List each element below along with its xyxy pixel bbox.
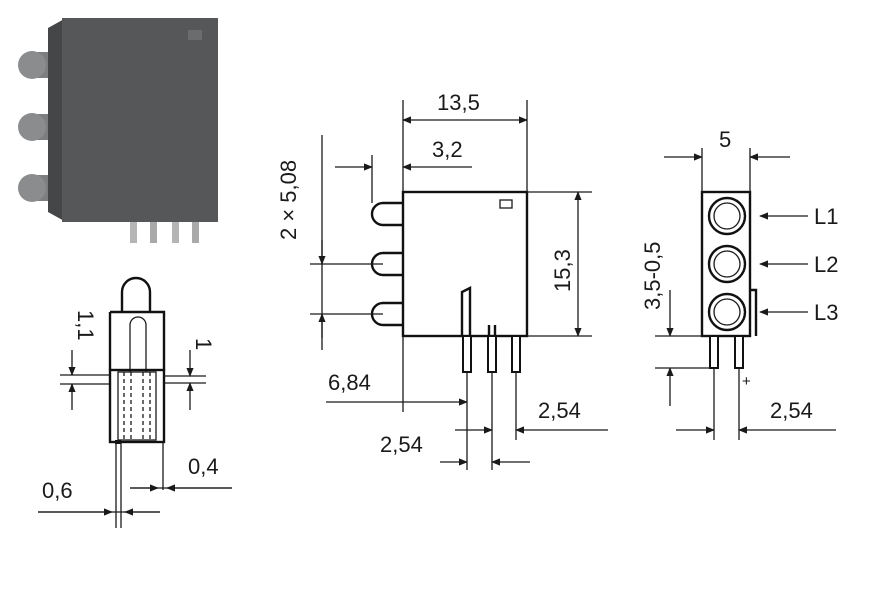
side-dim-top-right: 1 xyxy=(191,338,216,350)
end-dim-pitch: 2,54 xyxy=(770,398,813,423)
photo-pins xyxy=(130,215,199,243)
front-pins xyxy=(462,335,521,373)
front-dim-width: 13,5 xyxy=(437,90,480,115)
front-view: 13,5 3,2 2 × 5,08 15,3 6,84 2,54 2,54 xyxy=(276,90,608,470)
component-photo xyxy=(18,18,218,243)
front-dim-led-offset: 3,2 xyxy=(432,137,463,162)
end-label-l1: L1 xyxy=(814,204,838,229)
end-view: + 5 3,5-0,5 2,54 L1 L2 L3 xyxy=(640,127,838,440)
end-plus-mark: + xyxy=(742,373,751,390)
front-dim-pitch: 2 × 5,08 xyxy=(276,160,301,240)
side-dim-top-left: 1,1 xyxy=(73,310,98,341)
photo-body-side xyxy=(48,18,66,222)
end-pins xyxy=(709,335,744,369)
front-dim-pin-offset: 6,84 xyxy=(328,370,371,395)
front-dim-height: 15,3 xyxy=(550,249,575,292)
side-dim-bottom-right: 0,4 xyxy=(188,454,219,479)
end-dim-standoff: 3,5-0,5 xyxy=(640,242,665,311)
side-dim-bottom-left: 0,6 xyxy=(42,478,73,503)
end-label-l2: L2 xyxy=(814,252,838,277)
front-dim-pitch-right: 2,54 xyxy=(538,398,581,423)
side-view: 1,1 1 0,4 0,6 xyxy=(38,276,232,528)
end-dim-width: 5 xyxy=(719,127,731,152)
end-label-l3: L3 xyxy=(814,300,838,325)
photo-body xyxy=(62,18,218,222)
front-dim-pitch-bottom: 2,54 xyxy=(380,432,423,457)
